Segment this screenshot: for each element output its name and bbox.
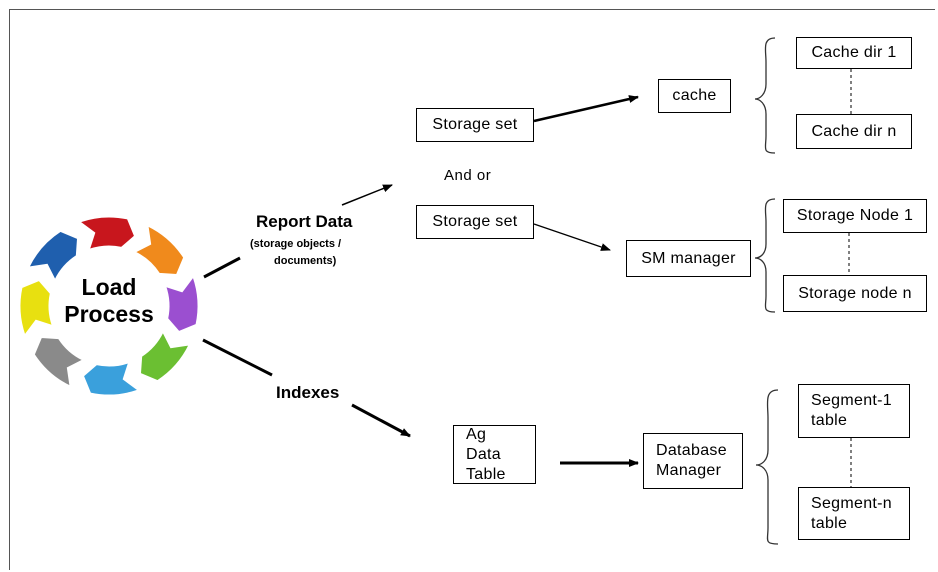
segment-1-box: Segment-1 table (798, 384, 910, 438)
storage-set-2-box: Storage set (416, 205, 534, 239)
cache-box: cache (658, 79, 731, 113)
storage-node-brace (754, 198, 776, 313)
segment-n-box: Segment-n table (798, 487, 910, 540)
indexes-title: Indexes (276, 383, 340, 402)
cache-dir-n-box: Cache dir n (796, 114, 912, 149)
cycle-segment (28, 230, 79, 281)
cycle-segment (164, 275, 199, 333)
storage-to-sm-arrow (533, 223, 611, 251)
cycle-center (51, 248, 167, 364)
cycle-segment (134, 225, 185, 276)
storage-node-n-box: Storage node n (783, 275, 927, 312)
cache-brace (754, 37, 776, 154)
sm-manager-box: SM manager (626, 240, 751, 277)
storage-set-1-box: Storage set (416, 108, 534, 142)
agdata-table-box: Ag Data Table (453, 425, 536, 484)
database-manager-box: Database Manager (643, 433, 743, 489)
process-label: Process (64, 301, 154, 327)
load-label: Load (81, 274, 137, 300)
report-to-storage-arrow (341, 184, 393, 206)
and-or-label: And or (444, 167, 492, 184)
cycle-segment (139, 331, 190, 382)
report-data-title: Report Data (256, 212, 353, 231)
load-process-cycle-icon (19, 216, 199, 396)
indexes-to-agdata-arrow (351, 403, 411, 438)
load-process-label: Load Process (39, 274, 179, 328)
cycle-segment (82, 361, 140, 396)
cycle-segment (19, 279, 54, 337)
report-branch-line (203, 256, 241, 279)
indexes-branch-line (202, 338, 273, 377)
report-data-subtitle-2: documents) (274, 255, 337, 267)
storage-node-1-box: Storage Node 1 (783, 199, 927, 233)
storage-to-cache-arrow (533, 95, 639, 123)
cache-dir-1-box: Cache dir 1 (796, 37, 912, 69)
report-data-subtitle-1: (storage objects / (250, 238, 342, 250)
cycle-segment (33, 336, 84, 387)
segment-brace (755, 389, 779, 545)
diagram-frame (9, 9, 935, 570)
cycle-segment (78, 216, 136, 251)
